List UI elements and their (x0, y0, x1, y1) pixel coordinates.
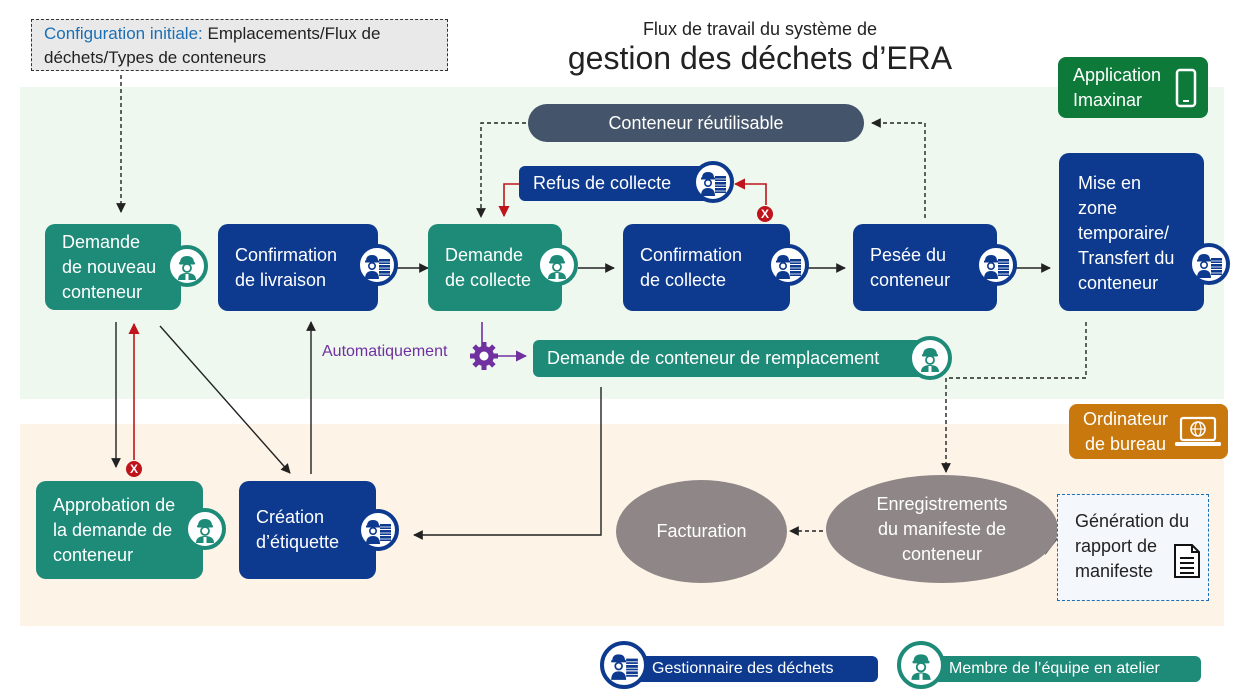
node-label: conteneur (901, 543, 983, 564)
node-label: Demande (62, 232, 141, 252)
node-label: Confirmation (640, 245, 743, 265)
reject-mark-collecte: X (757, 206, 773, 222)
worker-bins-icon (692, 161, 734, 203)
arrow-remplacement-to-creation (413, 387, 602, 540)
node-label: Confirmation (235, 245, 338, 265)
legend-manager-label: Gestionnaire des déchets (652, 660, 834, 677)
node-refus-collecte: Refus de collecte (519, 166, 719, 201)
worker-helmet-icon (536, 244, 578, 286)
node-generation-rapport: Génération du rapport de manifeste (1057, 494, 1209, 601)
node-enregistrements-manifeste: Enregistrements du manifeste de conteneu… (826, 475, 1058, 583)
worker-helmet-icon (908, 336, 952, 380)
app-label-2: Imaxinar (1073, 90, 1143, 110)
smartphone-icon (1175, 68, 1197, 108)
config-text-2: déchets/Types de conteneurs (44, 48, 267, 67)
node-label: du manifeste de (877, 518, 1007, 539)
worker-helmet-icon (166, 245, 208, 287)
initial-config-box: Configuration initiale: Emplacements/Flu… (31, 19, 448, 71)
node-mise-en-zone-temporaire: Mise en zone temporaire/ Transfert du co… (1059, 153, 1204, 311)
node-label: Approbation de (53, 495, 176, 515)
node-label: d’étiquette (256, 532, 340, 552)
node-label: de nouveau (62, 257, 157, 277)
node-creation-etiquette: Création d’étiquette (239, 481, 376, 579)
config-text-1: Emplacements/Flux de (202, 24, 381, 43)
platform-app-badge: Application Imaxinar (1058, 57, 1208, 118)
node-label: conteneur (53, 545, 134, 565)
node-label: Génération du (1075, 511, 1190, 531)
arrow-refus-to-collecte (498, 183, 519, 218)
worker-helmet-icon (184, 508, 226, 550)
node-label: Demande (445, 245, 524, 265)
arrow-demande-to-creation (159, 325, 291, 474)
document-icon (1174, 544, 1200, 578)
node-confirmation-collecte: Confirmation de collecte (623, 224, 790, 311)
laptop-globe-icon (1175, 416, 1221, 446)
automatic-label: Automatiquement (322, 343, 448, 360)
node-label: de collecte (640, 270, 727, 290)
worker-bins-icon (1188, 243, 1230, 285)
page-title: Flux de travail du système de gestion de… (560, 18, 960, 76)
node-label: la demande de (53, 520, 173, 540)
node-label: conteneur (870, 270, 951, 290)
node-label: zone (1078, 198, 1118, 218)
app-label-1: Application (1073, 65, 1162, 85)
node-label: Mise en (1078, 173, 1142, 193)
node-remplacement: Demande de conteneur de remplacement (533, 340, 929, 377)
node-label: de livraison (235, 270, 327, 290)
desk-label-2: de bureau (1084, 434, 1167, 454)
arrow-confirmation-to-refus (733, 178, 767, 205)
node-label: de collecte (445, 270, 532, 290)
node-conteneur-reutilisable: Conteneur réutilisable (528, 104, 864, 142)
node-facturation: Facturation (616, 480, 787, 583)
refus-label: Refus de collecte (533, 173, 672, 193)
node-label: Pesée du (870, 245, 947, 265)
remplacement-label: Demande de conteneur de remplacement (547, 348, 880, 368)
worker-bins-icon (600, 641, 648, 689)
worker-bins-icon (356, 244, 398, 286)
node-approbation: Approbation de la demande de conteneur (36, 481, 203, 579)
worker-helmet-icon (897, 641, 945, 689)
node-label: temporaire/ (1078, 223, 1170, 243)
desk-label-1: Ordinateur (1083, 409, 1169, 429)
node-pesee-conteneur: Pesée du conteneur (853, 224, 997, 311)
node-label: conteneur (1078, 273, 1159, 293)
node-label: Création (256, 507, 325, 527)
worker-bins-icon (767, 244, 809, 286)
legend-manager: Gestionnaire des déchets (618, 656, 878, 682)
worker-bins-icon (975, 244, 1017, 286)
arrow-zone-to-enregistrements (941, 322, 1087, 473)
legend-member-label: Membre de l’équipe en atelier (949, 660, 1160, 677)
gear-icon (470, 342, 498, 370)
node-label: Enregistrements (876, 493, 1008, 514)
node-demande-nouveau-conteneur: Demande de nouveau conteneur (45, 224, 181, 310)
node-confirmation-livraison: Confirmation de livraison (218, 224, 378, 311)
legend-member: Membre de l’équipe en atelier (915, 656, 1201, 682)
node-label: manifeste (1075, 561, 1154, 581)
platform-desktop-badge: Ordinateur de bureau (1069, 404, 1228, 459)
title-line-1: Flux de travail du système de (642, 19, 878, 39)
node-label: Transfert du (1078, 248, 1175, 268)
node-label: rapport de (1075, 536, 1158, 556)
node-label: conteneur (62, 282, 143, 302)
title-line-2: gestion des déchets d’ERA (567, 40, 953, 76)
arrow-pesee-to-reusable (871, 118, 926, 218)
reject-mark-approbation: X (126, 461, 142, 477)
arrow-reusable-to-collecte (476, 122, 526, 218)
config-label: Configuration initiale: (44, 24, 203, 43)
reusable-label: Conteneur réutilisable (608, 113, 784, 133)
worker-bins-icon (357, 509, 399, 551)
facturation-label: Facturation (656, 521, 747, 541)
